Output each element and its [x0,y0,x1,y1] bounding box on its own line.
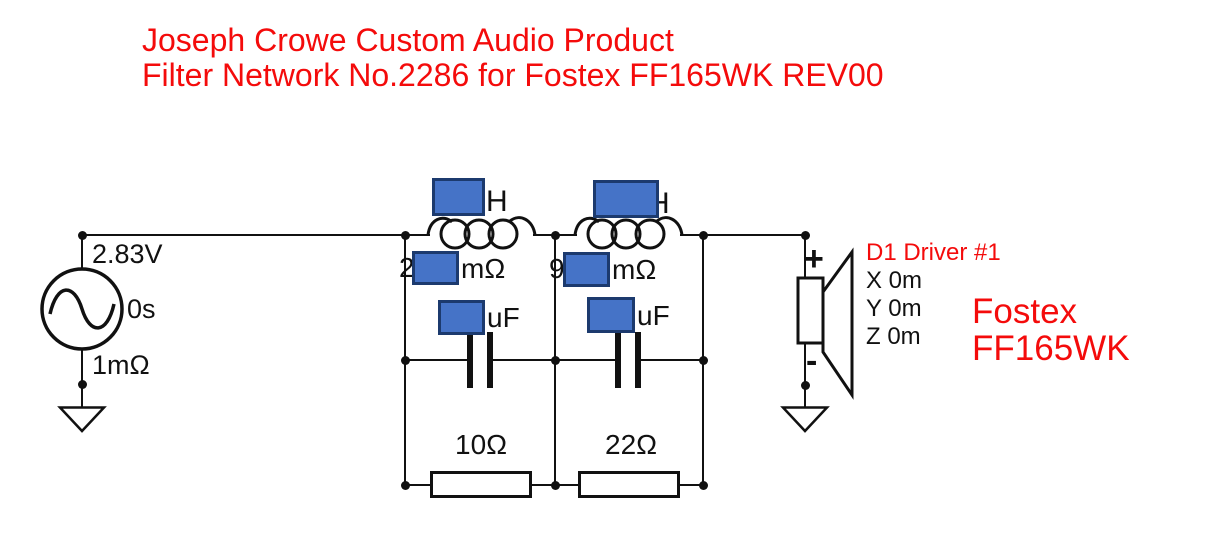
wire [680,234,805,236]
capacitor-1-value-redaction-box [438,300,485,335]
junction-dot [550,355,560,365]
inductor-2-esr-redaction-box [563,252,610,287]
wire [493,359,555,361]
resistor-2-value-label: 22Ω [605,429,658,460]
coil-arc-icon [656,216,684,236]
wire [804,343,806,408]
junction-dot [400,230,410,240]
inductor-2-esr-prefix: 9 [549,253,565,284]
capacitor-2-value-redaction-box [587,297,635,333]
wire [405,484,430,486]
wire [405,359,467,361]
resistor-1-box [430,471,532,498]
sine-wave-icon [48,288,116,330]
source-delay-label: 0s [127,294,156,324]
coil-loop-icon [634,218,666,250]
capacitor-2-plate [615,332,621,388]
inductor-2-value-redaction-box [593,180,659,218]
speaker-cone-icon [821,247,854,400]
coil-loop-icon [586,218,618,250]
inductor-1-coil [426,216,537,250]
ground-triangle-icon [57,406,107,433]
driver-z-label: Z 0m [866,323,921,350]
capacitor-2-unit-label: uF [637,300,670,331]
ac-source-symbol [40,267,124,351]
ground-triangle-icon [780,406,830,433]
coil-loop-icon [439,218,471,250]
wire [81,348,83,407]
driver-minus-label: - [806,342,818,380]
ground-symbol-left [57,406,107,433]
driver-model-label: FF165WK [972,329,1130,368]
title-line-2: Filter Network No.2286 for Fostex FF165W… [142,57,884,93]
driver-y-label: Y 0m [866,295,922,322]
junction-dot [698,355,708,365]
driver-brand-label: Fostex [972,292,1078,331]
ground-symbol-right [780,406,830,433]
junction-dot [698,230,708,240]
inductor-1-esr-unit-label: mΩ [461,253,506,284]
speaker-symbol [796,247,854,400]
title-line-1: Joseph Crowe Custom Audio Product [142,22,674,58]
junction-dot [400,480,410,490]
driver-x-label: X 0m [866,267,923,294]
wire [680,484,703,486]
coil-loop-icon [487,218,519,250]
inductor-2-esr-unit-label: mΩ [612,254,657,285]
wire [641,359,703,361]
source-impedance-label: 1mΩ [92,350,150,380]
wire [82,234,430,236]
inductor-1-unit-label: H [486,185,508,218]
wire [555,359,615,361]
resistor-2-box [578,471,680,498]
speaker-body-icon [796,276,825,345]
inductor-1-esr-redaction-box [412,251,459,285]
junction-dot [800,380,810,390]
wire [81,235,83,270]
inductor-1-value-redaction-box [432,178,485,216]
driver-plus-label: + [804,240,824,278]
wire [804,235,806,278]
junction-dot [400,355,410,365]
capacitor-2-plate [635,332,641,388]
source-voltage-label: 2.83V [92,239,163,269]
junction-dot [550,230,560,240]
junction-dot [77,379,87,389]
coil-loop-icon [463,218,495,250]
coil-arc-icon [509,216,537,236]
inductor-1-esr-prefix: 2 [399,252,415,283]
capacitor-1-plate [487,332,493,388]
driver-name-label: D1 Driver #1 [866,239,1001,266]
inductor-2-coil [573,216,684,250]
coil-loop-icon [610,218,642,250]
junction-dot [550,480,560,490]
junction-dot [77,230,87,240]
junction-dot [698,480,708,490]
resistor-1-value-label: 10Ω [455,429,508,460]
source-circle-icon [40,267,124,351]
junction-dot [800,230,810,240]
capacitor-1-unit-label: uF [487,302,520,333]
capacitor-1-plate [467,332,473,388]
